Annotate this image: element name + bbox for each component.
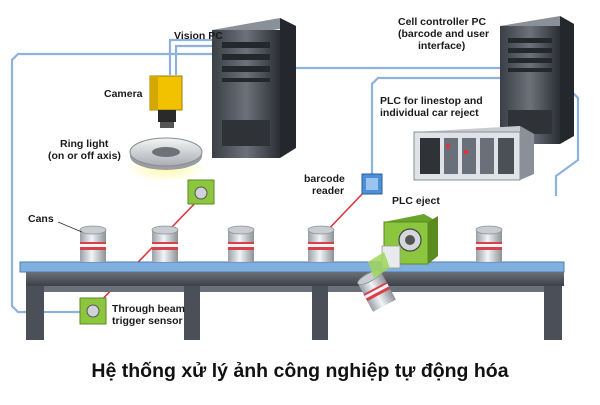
label-through-beam-1: Through beam <box>112 303 185 315</box>
cable-camera-to-vision-pc-2 <box>174 44 212 75</box>
label-plc-eject: PLC eject <box>392 195 440 207</box>
label-plc-linestop-2: individual car reject <box>380 107 479 119</box>
cell-controller-pc-tower <box>500 16 574 144</box>
can <box>227 225 255 262</box>
label-vision-pc: Vision PC <box>174 30 223 42</box>
label-ring-light-2: (on or off axis) <box>48 150 121 162</box>
cans <box>79 225 503 312</box>
leader-lines <box>57 221 83 233</box>
label-plc-linestop-1: PLC for linestop and <box>380 95 483 107</box>
diagram-caption: Hệ thống xử lý ảnh công nghiệp tự động h… <box>91 360 509 382</box>
label-cell-controller-2: (barcode and user <box>398 28 489 40</box>
label-cell-controller-3: interface) <box>418 40 465 52</box>
camera <box>149 75 183 128</box>
label-through-beam-2: trigger sensor <box>112 315 183 327</box>
label-cell-controller-1: Cell controller PC <box>398 16 487 28</box>
vision-system-diagram: Vision PC Cell controller PC (barcode an… <box>10 16 580 340</box>
ring-light <box>126 137 206 182</box>
conveyor <box>19 261 565 340</box>
can <box>151 225 179 262</box>
laser-through-beam <box>91 197 201 311</box>
plc-linestop-rack <box>413 126 534 181</box>
cable-camera-to-vision-pc <box>168 38 212 75</box>
vision-pc-tower <box>212 18 296 158</box>
label-cans: Cans <box>28 213 54 225</box>
cable-cell-controller-to-barcode <box>370 76 500 180</box>
through-beam-receiver <box>187 179 215 205</box>
label-camera: Camera <box>104 88 143 100</box>
through-beam-trigger-sensor <box>79 297 107 325</box>
can <box>475 225 503 262</box>
can <box>307 225 335 262</box>
barcode-reader <box>361 173 383 195</box>
label-barcode-reader-1: barcode <box>304 173 345 185</box>
label-ring-light-1: Ring light <box>60 138 109 150</box>
label-barcode-reader-2: reader <box>312 185 344 197</box>
can <box>79 225 107 262</box>
plc-eject-actuator <box>368 214 438 278</box>
